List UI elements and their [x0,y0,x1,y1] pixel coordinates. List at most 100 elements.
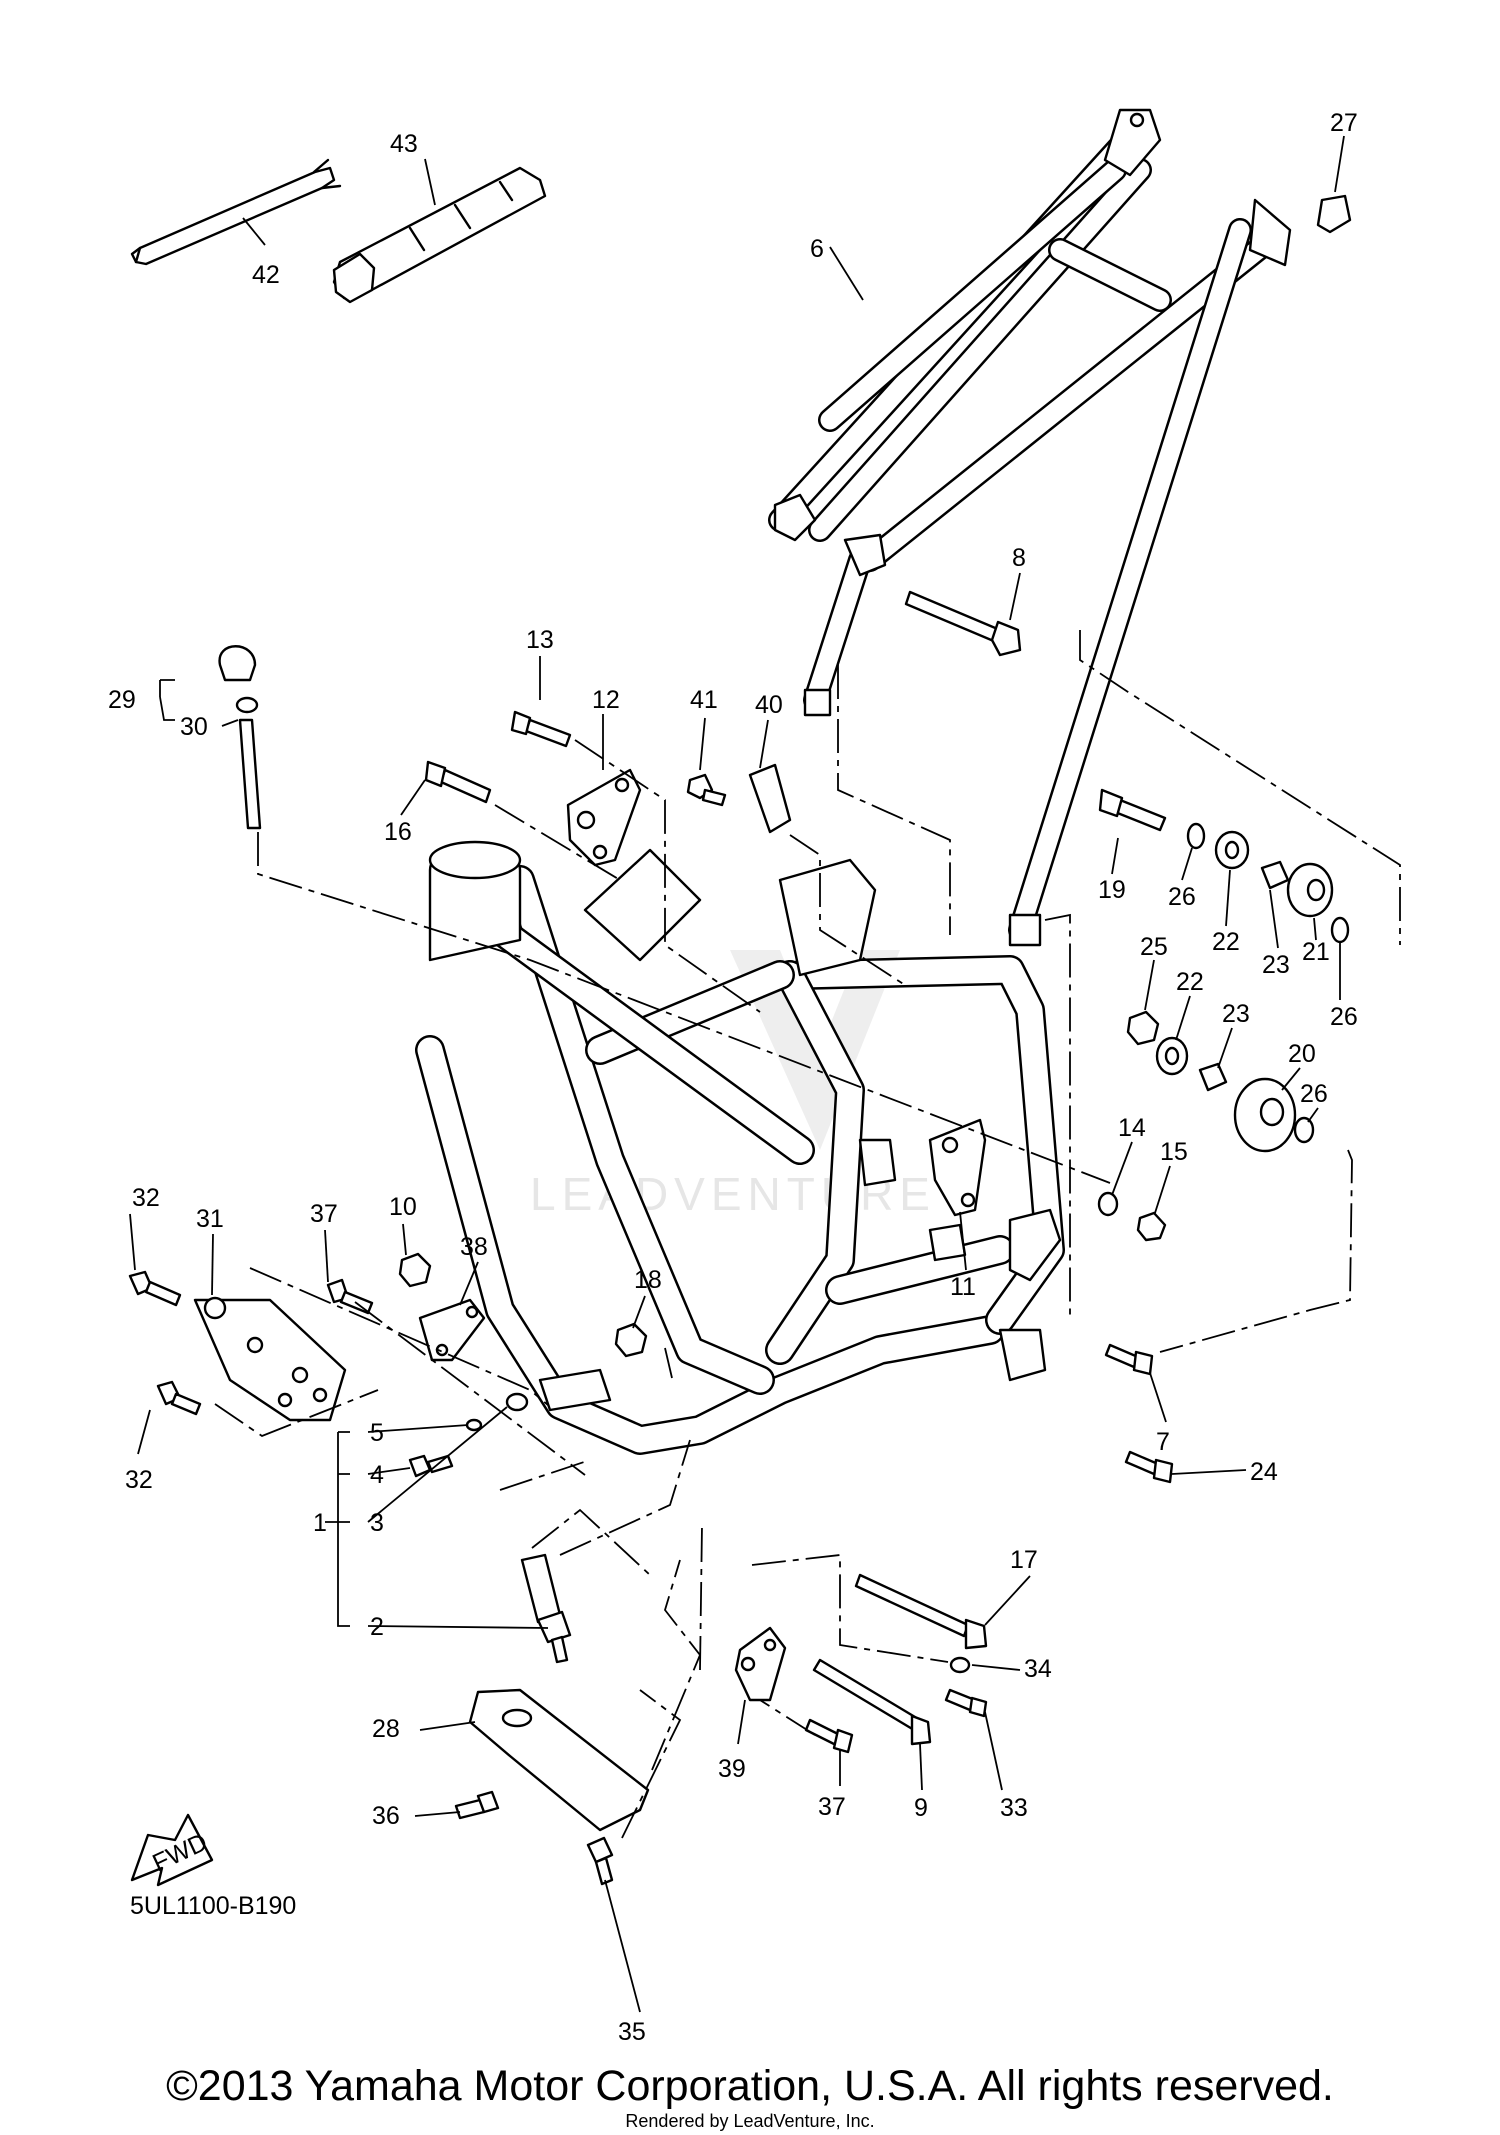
callout-25[interactable]: 25 [1140,933,1168,961]
part-35-bolt[interactable] [586,1836,614,1886]
callout-8[interactable]: 8 [1012,544,1026,572]
part-33-bolt[interactable] [944,1688,988,1718]
callout-22-b[interactable]: 22 [1176,968,1204,996]
callout-16[interactable]: 16 [384,818,412,846]
callout-28[interactable]: 28 [372,1715,400,1743]
callout-37-a[interactable]: 37 [310,1200,338,1228]
callout-22-a[interactable]: 22 [1212,928,1240,956]
callout-35[interactable]: 35 [618,2018,646,2046]
callout-15[interactable]: 15 [1160,1138,1188,1166]
callout-5[interactable]: 5 [370,1419,384,1447]
callout-10[interactable]: 10 [389,1193,417,1221]
callout-1[interactable]: 1 [313,1509,327,1537]
part-37-bolt-a[interactable] [326,1278,374,1315]
part-12-bracket[interactable] [566,768,642,867]
reference-lines [214,630,1401,1839]
callout-13[interactable]: 13 [526,626,554,654]
part-25-nut[interactable] [1126,1010,1160,1046]
part-5-gasket[interactable] [465,1418,483,1432]
part-40-plate[interactable] [748,763,792,834]
part-28-skid-plate[interactable] [468,1688,650,1832]
callout-4[interactable]: 4 [370,1461,384,1489]
part-32-bolt-a[interactable] [128,1270,182,1307]
callout-36[interactable]: 36 [372,1802,400,1830]
callout-26-a[interactable]: 26 [1168,883,1196,911]
callout-42[interactable]: 42 [252,261,280,289]
part-32-bolt-b[interactable] [156,1380,202,1416]
callout-7[interactable]: 7 [1156,1428,1170,1456]
part-38-bracket[interactable] [418,1298,486,1362]
callout-31[interactable]: 31 [196,1205,224,1233]
callout-41[interactable]: 41 [690,686,718,714]
callout-17[interactable]: 17 [1010,1546,1038,1574]
callout-26-c[interactable]: 26 [1300,1080,1328,1108]
callout-34[interactable]: 34 [1024,1655,1052,1683]
callout-32-b[interactable]: 32 [125,1466,153,1494]
callout-23-b[interactable]: 23 [1222,1000,1250,1028]
callout-32-a[interactable]: 32 [132,1184,160,1212]
part-23-collar-a[interactable] [1260,860,1290,890]
callout-3[interactable]: 3 [370,1509,384,1537]
part-10-nut[interactable] [398,1252,432,1288]
callout-29[interactable]: 29 [108,686,136,714]
callout-2[interactable]: 2 [370,1613,384,1641]
callout-20[interactable]: 20 [1288,1040,1316,1068]
callout-37-b[interactable]: 37 [818,1793,846,1821]
callout-38[interactable]: 38 [460,1233,488,1261]
part-13-bolt[interactable] [510,710,572,748]
part-4-bolt[interactable] [408,1454,454,1478]
callout-40[interactable]: 40 [755,691,783,719]
part-7-bolt[interactable] [1104,1343,1154,1376]
callout-18[interactable]: 18 [634,1266,662,1294]
callout-39[interactable]: 39 [718,1755,746,1783]
part-42-wrench[interactable] [130,158,342,266]
part-15-nut[interactable] [1136,1211,1167,1242]
part-27-cap[interactable] [1316,194,1352,234]
callout-27[interactable]: 27 [1330,109,1358,137]
part-26-washer-a[interactable] [1186,822,1206,850]
callout-11[interactable]: 11 [950,1273,976,1301]
callout-24[interactable]: 24 [1250,1458,1278,1486]
rendered-by-notice: Rendered by LeadVenture, Inc. [625,2111,875,2131]
part-36-bolt[interactable] [454,1790,500,1820]
callout-43[interactable]: 43 [390,130,418,158]
part-26-washer-b[interactable] [1330,916,1350,944]
part-26-washer-c[interactable] [1293,1116,1315,1144]
part-3-washer[interactable] [505,1392,529,1412]
part-20-roller[interactable] [1233,1077,1297,1153]
part-22-bushing-a[interactable] [1214,830,1250,870]
main-frame[interactable] [415,840,1065,1455]
part-24-bolt[interactable] [1124,1450,1174,1484]
part-41-bolt[interactable] [686,773,727,807]
callout-14[interactable]: 14 [1118,1114,1146,1142]
callout-26-b[interactable]: 26 [1330,1003,1358,1031]
callout-6[interactable]: 6 [810,235,824,263]
part-22-bushing-b[interactable] [1155,1036,1189,1076]
part-31-guard[interactable] [193,1296,347,1422]
part-8-bolt[interactable] [904,590,1022,657]
callout-19[interactable]: 19 [1098,876,1126,904]
part-14-washer[interactable] [1097,1191,1119,1217]
part-23-collar-b[interactable] [1198,1062,1228,1092]
part-39-bracket[interactable] [734,1626,787,1702]
part-11-bracket[interactable] [928,1118,987,1217]
part-16-bolt[interactable] [424,760,492,804]
part-29-oil-dipstick[interactable] [218,645,262,830]
part-2-drain-bolt[interactable] [520,1553,572,1664]
part-43-socket-tool[interactable] [332,166,547,304]
part-18-nut[interactable] [614,1322,648,1358]
callout-12[interactable]: 12 [592,686,620,714]
callout-9[interactable]: 9 [914,1794,928,1822]
part-19-bolt[interactable] [1098,788,1167,832]
callout-23-a[interactable]: 23 [1262,951,1290,979]
part-17-bolt[interactable] [854,1573,988,1650]
part-9-bolt[interactable] [812,1658,932,1746]
part-21-roller[interactable] [1286,862,1334,918]
callout-30[interactable]: 30 [180,713,208,741]
callout-33[interactable]: 33 [1000,1794,1028,1822]
part-34-washer[interactable] [949,1656,971,1674]
part-37-bolt-b[interactable] [804,1718,854,1754]
part-6-rear-subframe[interactable] [768,108,1292,947]
callout-21[interactable]: 21 [1302,938,1330,966]
